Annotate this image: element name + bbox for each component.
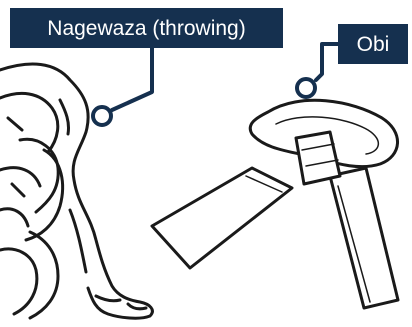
nagewaza-label: Nagewaza (throwing) [10, 8, 283, 48]
nagewaza-leader-dot [93, 107, 111, 125]
obi-belt-illustration [152, 100, 398, 308]
nagewaza-leader-line [112, 48, 152, 110]
obi-leader-dot [297, 79, 315, 97]
obi-label: Obi [338, 24, 408, 64]
obi-leader-line [316, 44, 340, 80]
